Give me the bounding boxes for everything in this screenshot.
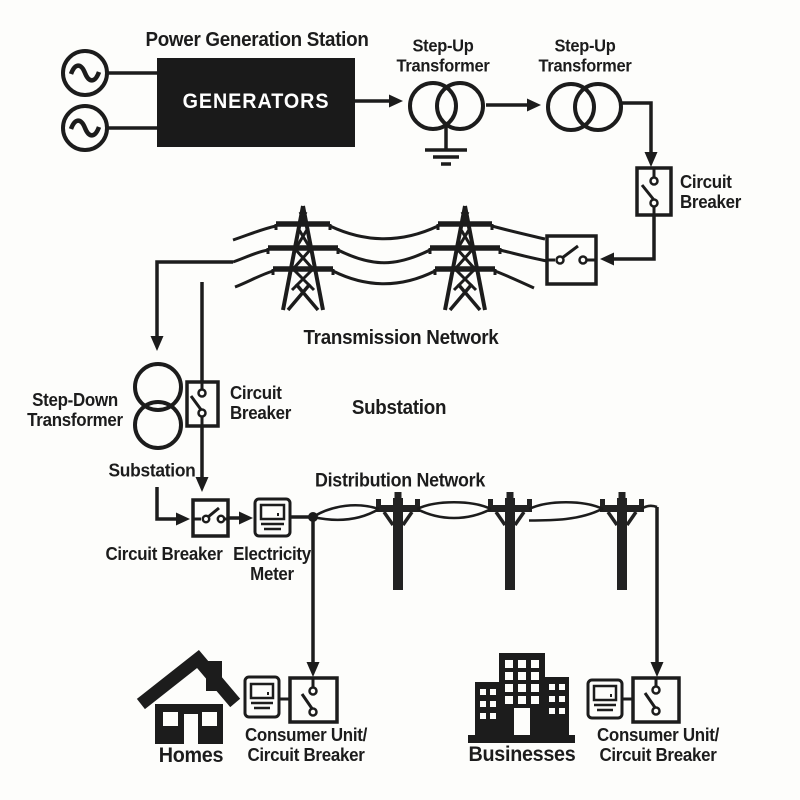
circuit-breaker-2-symbol <box>185 380 220 428</box>
substation-center-label: Substation <box>351 396 447 419</box>
step-down-transformer-symbol <box>133 362 183 450</box>
circuit-breaker-1-symbol <box>635 166 673 217</box>
buildings-icon <box>468 653 575 743</box>
circuit-breaker-2-label: Circuit Breaker <box>230 382 292 423</box>
house-icon <box>136 650 241 744</box>
ac-generator-symbol-2 <box>61 104 157 152</box>
step-up-transformer-1-symbol <box>408 81 485 166</box>
arrow-breaker-to-transmission <box>600 215 656 266</box>
electricity-meter-label: Electricity Meter <box>233 543 311 584</box>
electricity-meter-symbol <box>253 497 292 538</box>
consumer-unit-businesses-label: Consumer Unit/ Circuit Breaker <box>596 724 720 765</box>
transmission-tower-1 <box>268 206 338 310</box>
arrow-junction-to-homes <box>306 521 320 677</box>
transmission-breaker-symbol <box>545 234 598 286</box>
homes-meter-symbol <box>243 675 290 719</box>
arrow-transformer2-to-breaker <box>621 101 658 167</box>
arrow-substation-down <box>195 426 209 492</box>
arrow-breaker-to-meter <box>228 511 253 525</box>
consumer-unit-homes-label: Consumer Unit/ Circuit Breaker <box>244 724 368 765</box>
step-down-transformer-label: Step-Down Transformer <box>27 389 123 430</box>
substation-feeder-label: Substation <box>108 459 196 481</box>
arrow-substation-to-dist-breaker <box>155 487 190 526</box>
homes-breaker-symbol <box>288 676 339 724</box>
businesses-breaker-symbol <box>631 676 681 724</box>
circuit-breaker-3-symbol <box>191 498 230 538</box>
homes-label: Homes <box>158 744 224 768</box>
utility-pole-1 <box>374 490 422 592</box>
circuit-breaker-3-label: Circuit Breaker <box>105 543 223 564</box>
arrow-line-to-businesses <box>650 507 664 677</box>
generators-box <box>157 58 355 147</box>
arrow-transformer1-to-transformer2 <box>486 98 541 112</box>
step-up-transformer-2-label: Step-Up Transformer <box>538 35 632 75</box>
utility-pole-3 <box>598 490 646 592</box>
transmission-tower-2 <box>430 206 500 310</box>
power-generation-station-label: Power Generation Station <box>145 28 369 51</box>
distribution-wires <box>312 501 658 522</box>
transmission-wires <box>232 224 548 290</box>
arrow-transmission-to-stepdown <box>150 260 233 351</box>
transmission-network-label: Transmission Network <box>303 326 499 349</box>
ac-generator-symbol-1 <box>61 49 157 97</box>
arrow-generators-to-transformer1 <box>355 94 403 108</box>
businesses-label: Businesses <box>468 743 576 767</box>
step-up-transformer-2-symbol <box>546 82 623 132</box>
businesses-meter-symbol <box>586 678 633 720</box>
utility-pole-2 <box>486 490 534 592</box>
step-up-transformer-1-label: Step-Up Transformer <box>396 35 490 75</box>
generators-label: GENERATORS <box>182 90 330 114</box>
circuit-breaker-1-label: Circuit Breaker <box>680 171 742 212</box>
distribution-network-label: Distribution Network <box>315 470 485 492</box>
